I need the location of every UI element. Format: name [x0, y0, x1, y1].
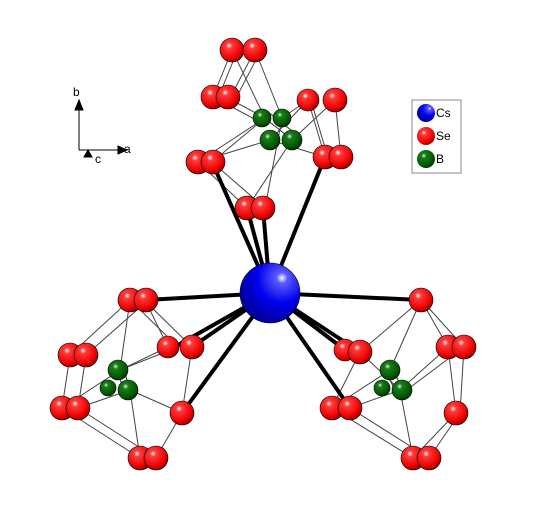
legend-b-swatch — [417, 150, 435, 168]
b-atom — [281, 129, 303, 151]
se-atom — [322, 87, 348, 113]
se-atom — [250, 195, 276, 221]
b-axis-arrowhead — [74, 98, 84, 111]
se-atom — [451, 334, 477, 360]
se-atom — [73, 342, 99, 368]
legend: Cs Se B — [411, 99, 462, 174]
se-atom — [200, 149, 226, 175]
se-atom — [416, 445, 442, 471]
cs-atom — [239, 262, 301, 324]
se-atom — [215, 84, 241, 110]
b-axis-label: b — [73, 85, 80, 99]
c-axis-marker — [83, 148, 93, 158]
b-atom — [379, 359, 401, 381]
se-atom — [347, 339, 373, 365]
b-atom — [373, 379, 391, 397]
b-atom — [272, 108, 292, 128]
se-atom — [219, 37, 245, 63]
se-atom — [156, 335, 180, 359]
se-atom — [65, 395, 91, 421]
se-atom — [242, 37, 268, 63]
top-cluster-framework — [197, 49, 342, 209]
se-atom — [408, 287, 434, 313]
legend-se-swatch — [417, 127, 435, 145]
legend-cs-label: Cs — [436, 106, 451, 120]
se-atom — [133, 287, 159, 313]
atoms — [49, 37, 477, 471]
se-atom — [143, 445, 169, 471]
c-axis-label: c — [95, 152, 101, 166]
legend-se-label: Se — [436, 129, 451, 143]
b-atom — [117, 379, 139, 401]
legend-b-label: B — [436, 152, 444, 166]
b-atom — [252, 108, 272, 128]
se-atom — [179, 334, 205, 360]
axis-indicator — [74, 98, 129, 158]
a-axis-arrowhead — [117, 145, 129, 155]
b-atom — [99, 379, 117, 397]
se-atom — [328, 144, 354, 170]
se-atom — [337, 395, 363, 421]
legend-cs-swatch — [417, 104, 435, 122]
se-atom — [169, 400, 195, 426]
b-atom — [259, 129, 281, 151]
se-atom — [443, 400, 469, 426]
se-atom — [296, 88, 320, 112]
a-axis-label: a — [124, 142, 131, 156]
b-atom — [391, 379, 413, 401]
b-atom — [107, 359, 129, 381]
